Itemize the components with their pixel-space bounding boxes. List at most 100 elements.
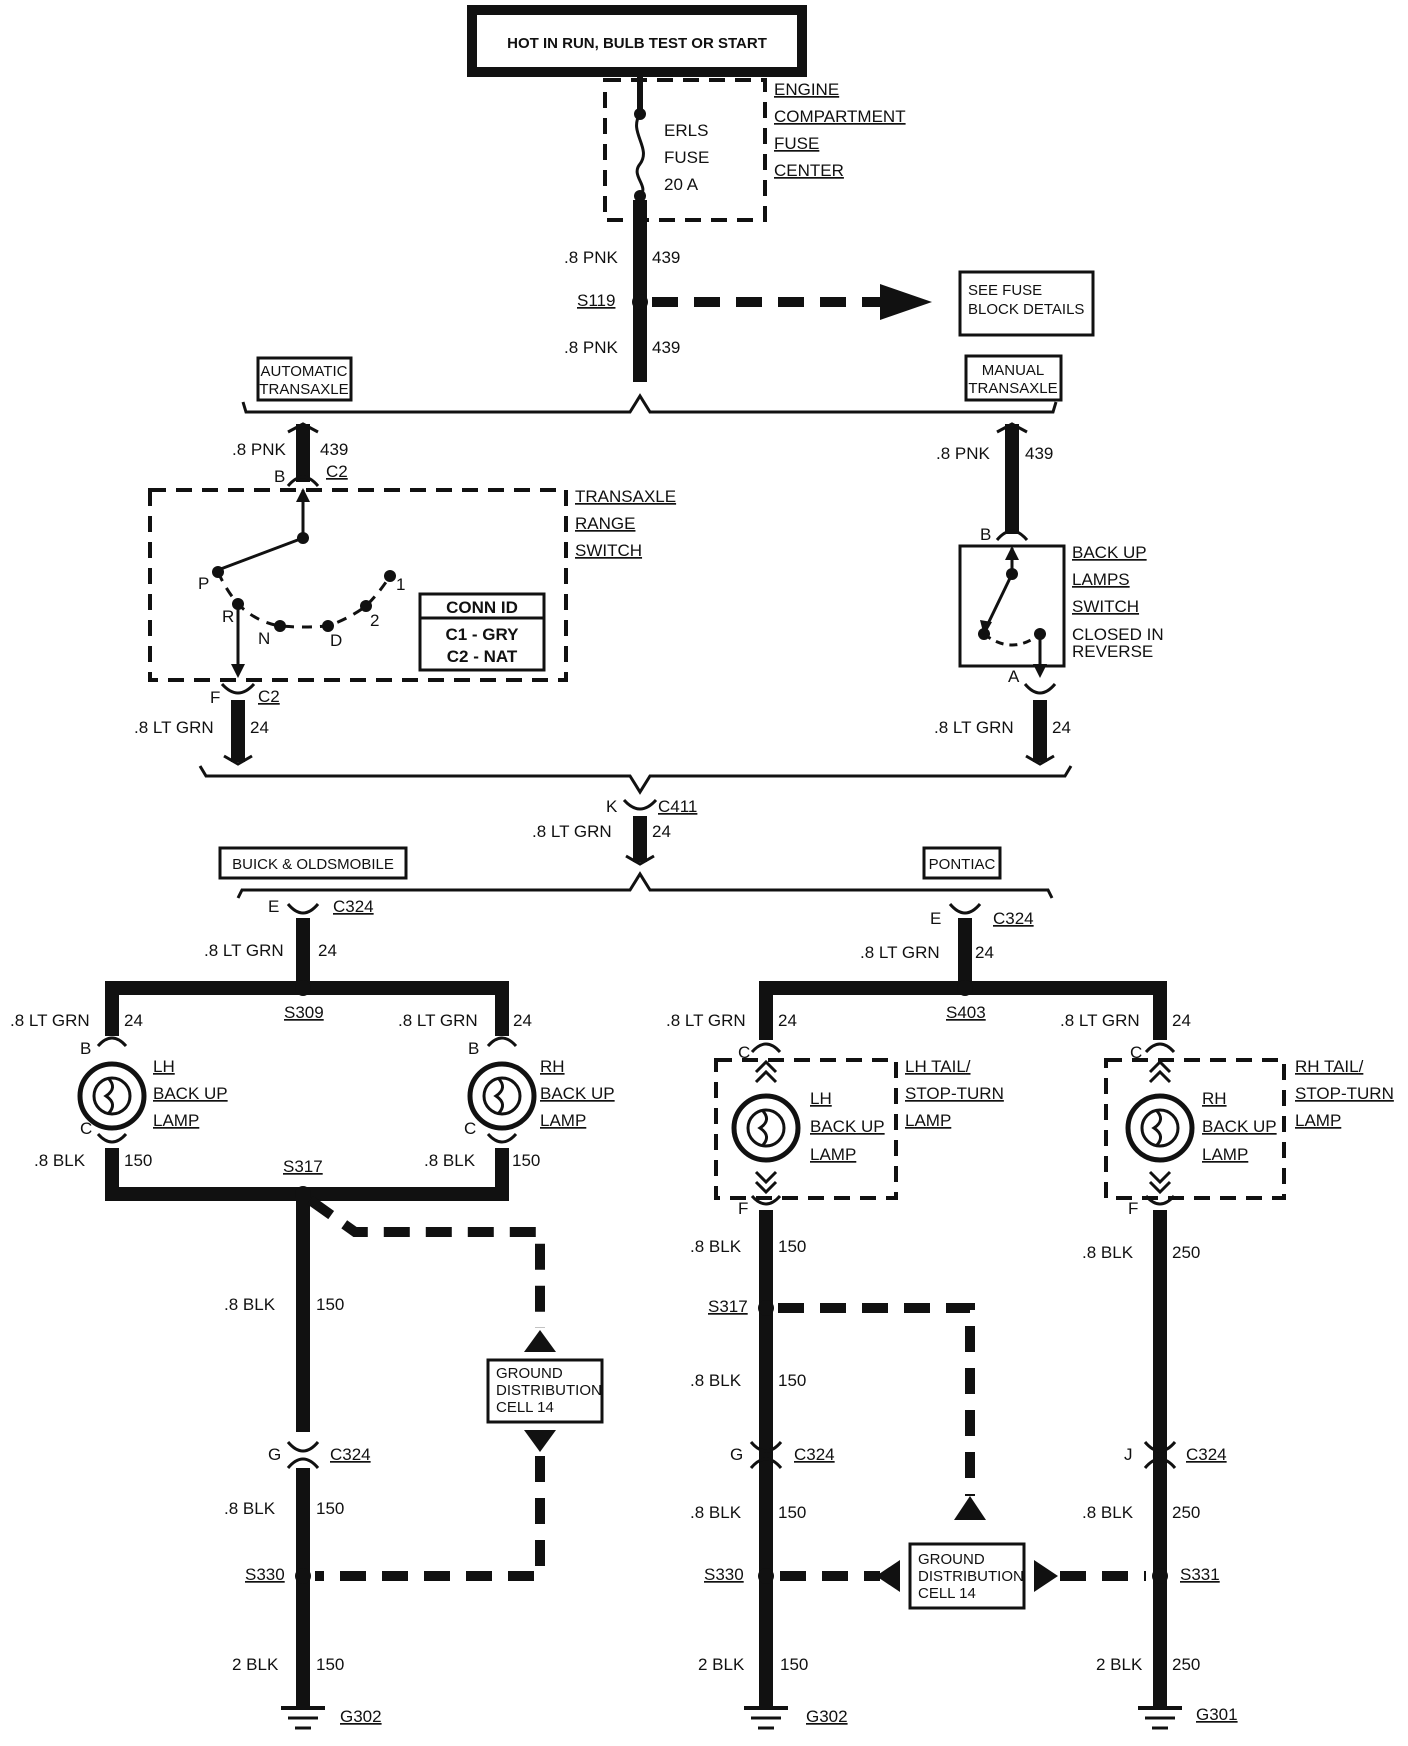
splice-s119 <box>632 294 648 310</box>
splice-label: S317 <box>708 1297 748 1316</box>
dashed-line <box>307 1195 545 1328</box>
wire-circuit: 150 <box>512 1151 540 1170</box>
fuse-center-line-4: CENTER <box>774 161 844 180</box>
wire-label: 2 BLK <box>232 1655 279 1674</box>
lamp-bulb-icon <box>731 1093 801 1163</box>
wire-circuit: 150 <box>316 1499 344 1518</box>
pin-label: C <box>738 1043 750 1062</box>
see-fuse-box <box>958 270 1095 337</box>
merge-bracket <box>198 765 1073 795</box>
pontiac-label: PONTIAC <box>929 856 996 873</box>
splice-s330 <box>295 1568 311 1584</box>
pin-label: E <box>268 897 279 916</box>
connector-label: C324 <box>333 897 374 916</box>
backup-switch-label-5: REVERSE <box>1072 642 1153 661</box>
splice-label: S330 <box>704 1565 744 1584</box>
wire-label: .8 BLK <box>690 1237 742 1256</box>
wire-circuit: 150 <box>778 1503 806 1522</box>
see-fuse-line-1: SEE FUSE <box>968 282 1042 299</box>
splice-label: S331 <box>1180 1565 1220 1584</box>
connector-label: C324 <box>1186 1445 1227 1464</box>
wire-circuit: 24 <box>250 718 269 737</box>
wire-label: .8 LT GRN <box>532 822 612 841</box>
ground-dist-line-1: GROUND <box>496 1365 563 1382</box>
pin-label: B <box>468 1039 479 1058</box>
position-n: N <box>258 629 270 648</box>
make-bracket <box>236 871 1054 899</box>
position-2: 2 <box>370 611 379 630</box>
pin-label: F <box>1128 1199 1138 1218</box>
wire-label: .8 LT GRN <box>204 941 284 960</box>
conn-id-title: CONN ID <box>446 598 518 617</box>
fuse-center-line-2: COMPARTMENT <box>774 107 906 126</box>
wire-circuit: 24 <box>778 1011 797 1030</box>
rh-backup-lamp-label-2: BACK UP <box>540 1084 615 1103</box>
rh-backup-lamp-label-1: RH <box>540 1057 565 1076</box>
position-1: 1 <box>396 575 405 594</box>
arrow-left-icon <box>876 1560 900 1592</box>
pin-label: B <box>980 525 991 544</box>
wire-label: .8 LT GRN <box>860 943 940 962</box>
splice-s317-pontiac <box>758 1300 774 1316</box>
dashed-line <box>778 1303 975 1496</box>
splice-s330-pontiac <box>758 1568 774 1584</box>
pin-label: J <box>1124 1445 1133 1464</box>
fuse-line-2: FUSE <box>664 148 709 167</box>
splice-label: S317 <box>283 1157 323 1176</box>
splice-label: S330 <box>245 1565 285 1584</box>
ground-dist-line-3: CELL 14 <box>496 1399 554 1416</box>
fuse-line-3: 20 A <box>664 175 699 194</box>
ground-label: G301 <box>1196 1705 1238 1724</box>
lh-backup-lamp-label-1: LH <box>810 1089 832 1108</box>
ground-distribution-box <box>486 1358 604 1424</box>
fuse-element-icon <box>635 113 645 198</box>
wire-circuit: 24 <box>124 1011 143 1030</box>
lamp-bulb-icon <box>467 1061 537 1131</box>
pin-label: E <box>930 909 941 928</box>
buick-variant-box <box>218 846 408 880</box>
rh-backup-lamp-label-3: LAMP <box>1202 1145 1248 1164</box>
wire-circuit: 250 <box>1172 1243 1200 1262</box>
connector-label: C324 <box>330 1445 371 1464</box>
ground-dist-line-2: DISTRIBUTION <box>496 1382 602 1399</box>
wire-label: .8 BLK <box>224 1499 276 1518</box>
wire-label: .8 BLK <box>34 1151 86 1170</box>
lamp-bulb-icon <box>77 1061 147 1131</box>
fuse-line-1: ERLS <box>664 121 708 140</box>
power-source-label: HOT IN RUN, BULB TEST OR START <box>507 35 767 52</box>
pin-label: C <box>464 1119 476 1138</box>
wire-label: .8 LT GRN <box>666 1011 746 1030</box>
wire-circuit: 150 <box>316 1655 344 1674</box>
range-switch-label-3: SWITCH <box>575 541 642 560</box>
lh-backup-lamp-label-3: LAMP <box>153 1111 199 1130</box>
wire-circuit: 24 <box>652 822 671 841</box>
range-switch-box <box>148 488 568 682</box>
backup-switch-label-3: SWITCH <box>1072 597 1139 616</box>
arrow-icon <box>880 284 932 320</box>
pin-label: F <box>738 1199 748 1218</box>
lh-tail-lamp-label-2: STOP-TURN <box>905 1084 1004 1103</box>
pin-label: C <box>1130 1043 1142 1062</box>
arrow-up-icon <box>954 1496 986 1520</box>
pin-label: B <box>274 467 285 486</box>
wire-label: .8 PNK <box>564 338 619 357</box>
wire-circuit: 439 <box>652 338 680 357</box>
conn-id-row-2: C2 - NAT <box>447 647 518 666</box>
backup-switch-label-1: BACK UP <box>1072 543 1147 562</box>
pin-label: F <box>210 688 220 707</box>
connector-label: C411 <box>658 797 697 816</box>
ground-dist-line-2: DISTRIBUTION <box>918 1568 1024 1585</box>
rh-tail-lamp-label-3: LAMP <box>1295 1111 1341 1130</box>
arrow-right-icon <box>1034 1560 1058 1592</box>
wire-label: .8 LT GRN <box>398 1011 478 1030</box>
wire-label: .8 PNK <box>232 440 287 459</box>
wire-circuit: 150 <box>124 1151 152 1170</box>
manual-label-2: TRANSAXLE <box>968 380 1057 397</box>
wire-label: .8 BLK <box>690 1371 742 1390</box>
automatic-variant-box <box>256 356 353 402</box>
pin-label: G <box>730 1445 743 1464</box>
position-d: D <box>330 631 342 650</box>
wire-label: .8 LT GRN <box>1060 1011 1140 1030</box>
wire-label: .8 LT GRN <box>10 1011 90 1030</box>
